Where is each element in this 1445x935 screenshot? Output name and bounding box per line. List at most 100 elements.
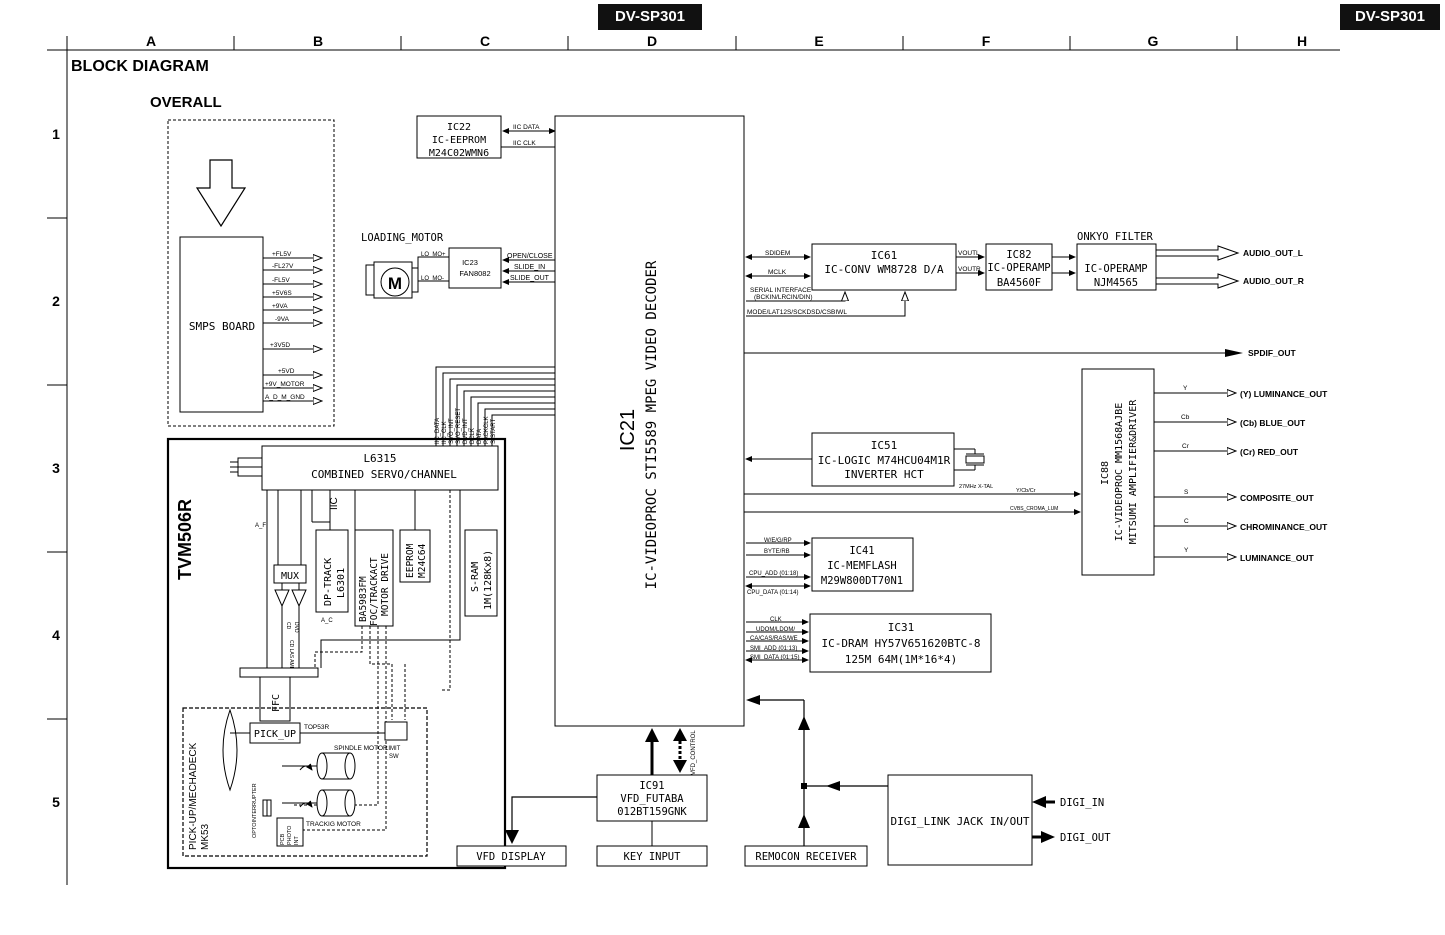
svg-text:C: C — [480, 33, 490, 49]
diagram-title: BLOCK DIAGRAM — [71, 58, 209, 75]
svg-text:SPINDLE MOTOR: SPINDLE MOTOR — [334, 745, 388, 752]
column-labels: A B C D E F G H — [146, 33, 1307, 49]
svg-text:5: 5 — [52, 794, 60, 810]
svg-text:-FL27V: -FL27V — [272, 263, 294, 270]
svg-text:M: M — [388, 274, 402, 293]
svg-text:(Cr) RED_OUT: (Cr) RED_OUT — [1240, 447, 1299, 457]
svg-text:SLIDE_IN: SLIDE_IN — [514, 264, 545, 271]
svg-text:IC61: IC61 — [871, 249, 898, 262]
svg-text:A_D_M_GND: A_D_M_GND — [265, 394, 305, 401]
onkyo-filter: ONKYO FILTER IC-OPERAMP NJM4565 AUDIO_OU… — [1076, 231, 1304, 291]
svg-text:+5VD: +5VD — [278, 368, 295, 375]
l6315-block — [261, 445, 499, 491]
svg-text:PCB: PCB — [280, 833, 286, 845]
spindle-motor-icon — [282, 752, 356, 780]
svg-text:S-START: S-START — [491, 419, 497, 444]
svg-text:BA5983FM: BA5983FM — [358, 576, 369, 622]
svg-text:S-RAM: S-RAM — [470, 562, 481, 592]
svg-text:CPU_ADD (01:18): CPU_ADD (01:18) — [749, 571, 798, 577]
svg-text:PICK-UP/MECHADECK: PICK-UP/MECHADECK — [188, 742, 199, 850]
diagram-subtitle: OVERALL — [150, 94, 222, 111]
svg-text:MK53: MK53 — [200, 823, 211, 850]
svg-text:LIMIT: LIMIT — [385, 746, 401, 752]
digi-link-jack — [887, 774, 1033, 866]
svg-text:VFD_CONTROL: VFD_CONTROL — [691, 730, 697, 775]
svg-text:VFD DISPLAY: VFD DISPLAY — [476, 851, 546, 863]
svg-text:SMPS BOARD: SMPS BOARD — [189, 320, 255, 333]
svg-text:SDIDEM: SDIDEM — [765, 250, 790, 257]
ic31-dram: IC31 IC-DRAM HY57V651620BTC-8 125M 64M(1… — [745, 613, 992, 673]
svg-text:CLK: CLK — [770, 617, 782, 623]
svg-text:+5V6S: +5V6S — [272, 290, 292, 297]
svg-text:OPTOINTERRUPTER: OPTOINTERRUPTER — [252, 783, 258, 838]
svg-text:CA/CAS/RAS/WE: CA/CAS/RAS/WE — [750, 636, 798, 642]
svg-text:SERIAL INTERFACE: SERIAL INTERFACE — [750, 287, 812, 294]
svg-text:Y: Y — [1183, 385, 1188, 392]
svg-text:DIGI_OUT: DIGI_OUT — [1060, 832, 1111, 844]
svg-text:COMPOSITE_OUT: COMPOSITE_OUT — [1240, 493, 1314, 503]
svg-text:L6315: L6315 — [363, 452, 396, 465]
svg-text:LO_MO-: LO_MO- — [421, 276, 444, 282]
svg-text:BYTE/RB: BYTE/RB — [764, 549, 790, 555]
svg-text:CD LAS AMP: CD LAS AMP — [288, 640, 294, 671]
svg-text:IC51: IC51 — [871, 439, 898, 452]
svg-text:M24C02WMN6: M24C02WMN6 — [429, 148, 489, 159]
svg-text:DP-TRACK: DP-TRACK — [323, 558, 334, 606]
svg-text:INT: INT — [294, 836, 300, 846]
grid-frame — [47, 36, 1340, 885]
ic88-video-amp: IC88 IC-VIDEOPROC MM1568AJBE MITSUMI AMP… — [1081, 368, 1155, 576]
svg-text:REMOCON RECEIVER: REMOCON RECEIVER — [755, 851, 857, 863]
svg-text:IC21: IC21 — [617, 409, 639, 451]
svg-text:+3V5D: +3V5D — [270, 342, 290, 349]
svg-text:27MHz X-TAL: 27MHz X-TAL — [959, 484, 993, 490]
svg-text:F: F — [982, 33, 991, 49]
svg-text:ONKYO FILTER: ONKYO FILTER — [1077, 231, 1154, 243]
svg-text:SLIDE_OUT: SLIDE_OUT — [510, 275, 550, 282]
svg-text:B: B — [313, 33, 323, 49]
svg-text:TRACKIG MOTOR: TRACKIG MOTOR — [306, 821, 361, 828]
svg-text:2: 2 — [52, 293, 60, 309]
video-outputs: Y Cb Cr S C Y (Y) LUMINANCE_OUT (Cb) BLU… — [1154, 385, 1328, 563]
remocon-receiver — [744, 845, 868, 867]
tvm506r-section: TVM506R L6315 COMBINED SERVO/CHANNEL IIC… — [166, 366, 555, 870]
svg-text:OPEN/CLOSE: OPEN/CLOSE — [507, 253, 553, 260]
svg-text:-9VA: -9VA — [275, 316, 290, 323]
svg-text:CPU_DATA (01:14): CPU_DATA (01:14) — [747, 590, 798, 596]
svg-text:PICK_UP: PICK_UP — [254, 729, 296, 740]
svg-text:VOUTL: VOUTL — [958, 250, 980, 257]
pcb-photo-int — [276, 817, 304, 847]
svg-text:M29W800DT70N1: M29W800DT70N1 — [821, 575, 903, 587]
bottom-row: VFD DISPLAY KEY INPUT REMOCON RECEIVER D… — [456, 695, 1111, 867]
ic51-logic: IC51 IC-LOGIC M74HCU04M1R INVERTER HCT 2… — [745, 432, 993, 490]
svg-text:IIC DATA: IIC DATA — [513, 124, 540, 131]
svg-text:A_F: A_F — [255, 523, 266, 529]
svg-text:MOTOR DRIVE: MOTOR DRIVE — [380, 553, 391, 616]
svg-text:IIC_CLK: IIC_CLK — [442, 421, 448, 444]
svg-text:DVD_INT: DVD_INT — [463, 418, 469, 444]
tracking-motor-icon — [282, 789, 356, 817]
svg-text:(BCKIN/LRCIN/DIN): (BCKIN/LRCIN/DIN) — [754, 294, 813, 301]
svg-text:SMI_DATA (01:15): SMI_DATA (01:15) — [750, 655, 799, 661]
ic41-flash: IC41 IC-MEMFLASH M29W800DT70N1 W/E/G/RP … — [745, 537, 914, 596]
svg-text:TOP53R: TOP53R — [304, 724, 329, 731]
svg-text:FAN8082: FAN8082 — [459, 269, 490, 278]
svg-text:FFC: FFC — [271, 694, 282, 712]
svg-text:D: D — [647, 33, 657, 49]
svg-text:1: 1 — [52, 126, 60, 142]
svg-text:NJM4565: NJM4565 — [1094, 277, 1138, 289]
svg-text:S: S — [1184, 489, 1189, 496]
svg-text:125M 64M(1M*16*4): 125M 64M(1M*16*4) — [845, 653, 958, 666]
svg-text:IC-VIDEOPROC MM1568AJBE: IC-VIDEOPROC MM1568AJBE — [1114, 403, 1125, 541]
svg-text:+9VA: +9VA — [272, 303, 288, 310]
ffc-block — [259, 676, 291, 722]
svg-text:SW: SW — [389, 754, 399, 760]
svg-text:IC-VIDEOPROC STI5589 MPEG VIDE: IC-VIDEOPROC STI5589 MPEG VIDEO DECODER — [644, 260, 660, 589]
svg-text:DATA: DATA — [477, 429, 483, 444]
power-input-arrow-icon — [195, 159, 247, 228]
svg-text:M24C64: M24C64 — [417, 543, 428, 578]
model-tag-center: DV-SP301 — [598, 4, 702, 30]
svg-text:LUMINANCE_OUT: LUMINANCE_OUT — [1240, 553, 1314, 563]
ba5983fm-block — [354, 529, 394, 627]
svg-text:IC-OPERAMP: IC-OPERAMP — [1084, 263, 1147, 275]
